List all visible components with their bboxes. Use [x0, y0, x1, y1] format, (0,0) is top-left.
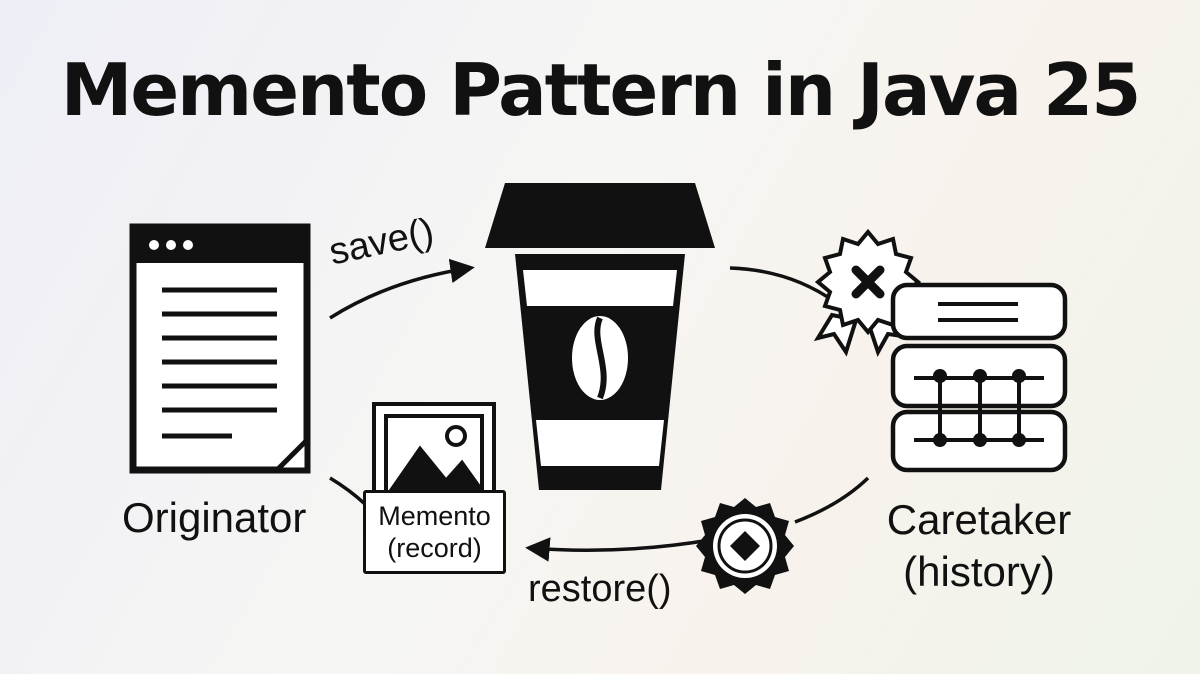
- save-arrow: [329, 258, 475, 320]
- restore-arrow-label: restore(): [528, 568, 672, 610]
- caretaker-label-line1: Caretaker: [886, 496, 1072, 543]
- diamond-seal-icon: [696, 498, 794, 594]
- memento-label-line2: (record): [387, 533, 482, 563]
- caretaker-to-seal-curve: [794, 476, 870, 524]
- database-stack-icon: [890, 282, 1068, 473]
- image-icon: [372, 402, 496, 506]
- document-window-icon: [129, 223, 311, 474]
- coffee-cup-icon: [485, 183, 715, 490]
- restore-arrow: [525, 537, 711, 562]
- memento-label-line1: Memento: [378, 501, 491, 531]
- caretaker-label-line2: (history): [903, 548, 1055, 595]
- originator-label: Originator: [122, 494, 307, 541]
- page-title: Memento Pattern in Java 25: [60, 48, 1142, 132]
- originator-to-memento-curve: [329, 476, 368, 507]
- cup-to-caretaker-curve: [729, 266, 837, 304]
- memento-record-box: Memento (record): [363, 490, 506, 574]
- caretaker-label: Caretaker (history): [880, 494, 1078, 598]
